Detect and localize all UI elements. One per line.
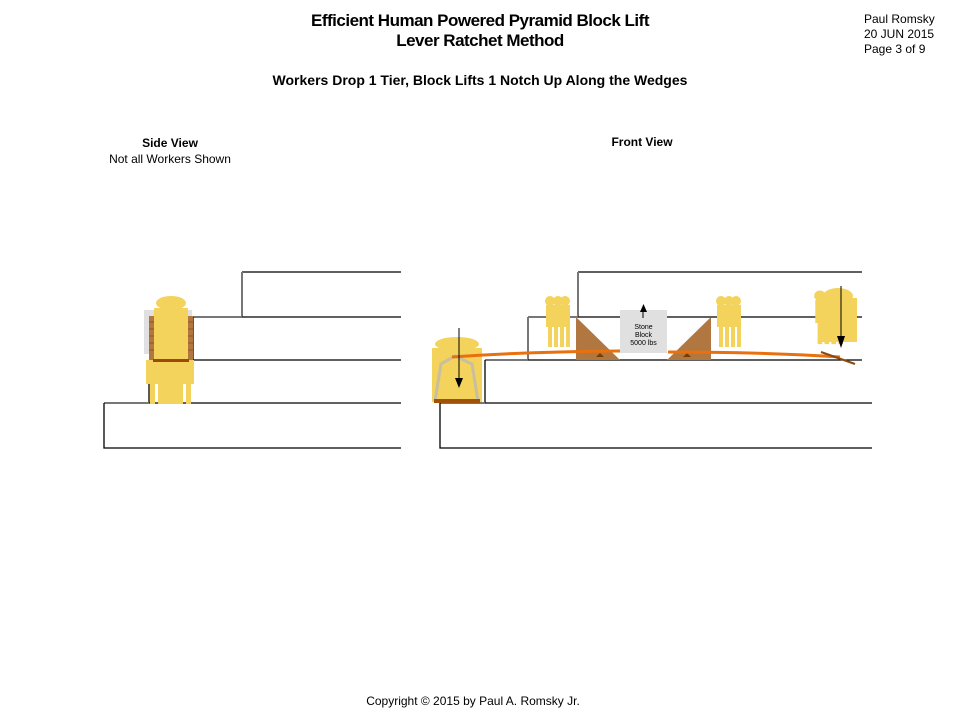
author-date: 20 JUN 2015 [864, 27, 935, 41]
page-title: Efficient Human Powered Pyramid Block Li… [0, 11, 960, 51]
left-lever [451, 349, 621, 359]
worker-group-bottom-left [432, 337, 482, 403]
left-wedge [576, 317, 620, 360]
side-view-title: Side View [142, 136, 198, 150]
worker-group-far-right [814, 288, 857, 345]
worker-group-right-top [716, 296, 741, 347]
stone-block: Stone Block 5000 lbs [620, 304, 667, 353]
worker-group-left-top [545, 296, 570, 347]
front-view-heading: Front View [611, 135, 673, 149]
block-label-line-3: 5000 lbs [630, 340, 657, 347]
right-lever [667, 350, 841, 359]
author-block: Paul Romsky 20 JUN 2015 Page 3 of 9 [864, 12, 935, 57]
side-view-heading: Side View Not all Workers Shown [70, 135, 270, 167]
author-name: Paul Romsky [864, 12, 935, 26]
title-line-1: Efficient Human Powered Pyramid Block Li… [311, 11, 649, 30]
down-arrow-icon [837, 286, 845, 348]
block-label-line-1: Stone [634, 324, 652, 331]
right-wedge [667, 317, 711, 360]
title-line-2: Lever Ratchet Method [396, 31, 564, 50]
subtitle: Workers Drop 1 Tier, Block Lifts 1 Notch… [272, 72, 688, 88]
copyright: Copyright © 2015 by Paul A. Romsky Jr. [366, 694, 580, 708]
up-arrow-icon [640, 304, 647, 312]
down-arrow-icon [455, 328, 463, 388]
front-view-steps [439, 271, 872, 449]
block-label-line-2: Block [635, 332, 653, 339]
side-view-workers [144, 296, 194, 404]
side-view-note: Not all Workers Shown [109, 152, 231, 166]
page-number: Page 3 of 9 [864, 42, 926, 56]
